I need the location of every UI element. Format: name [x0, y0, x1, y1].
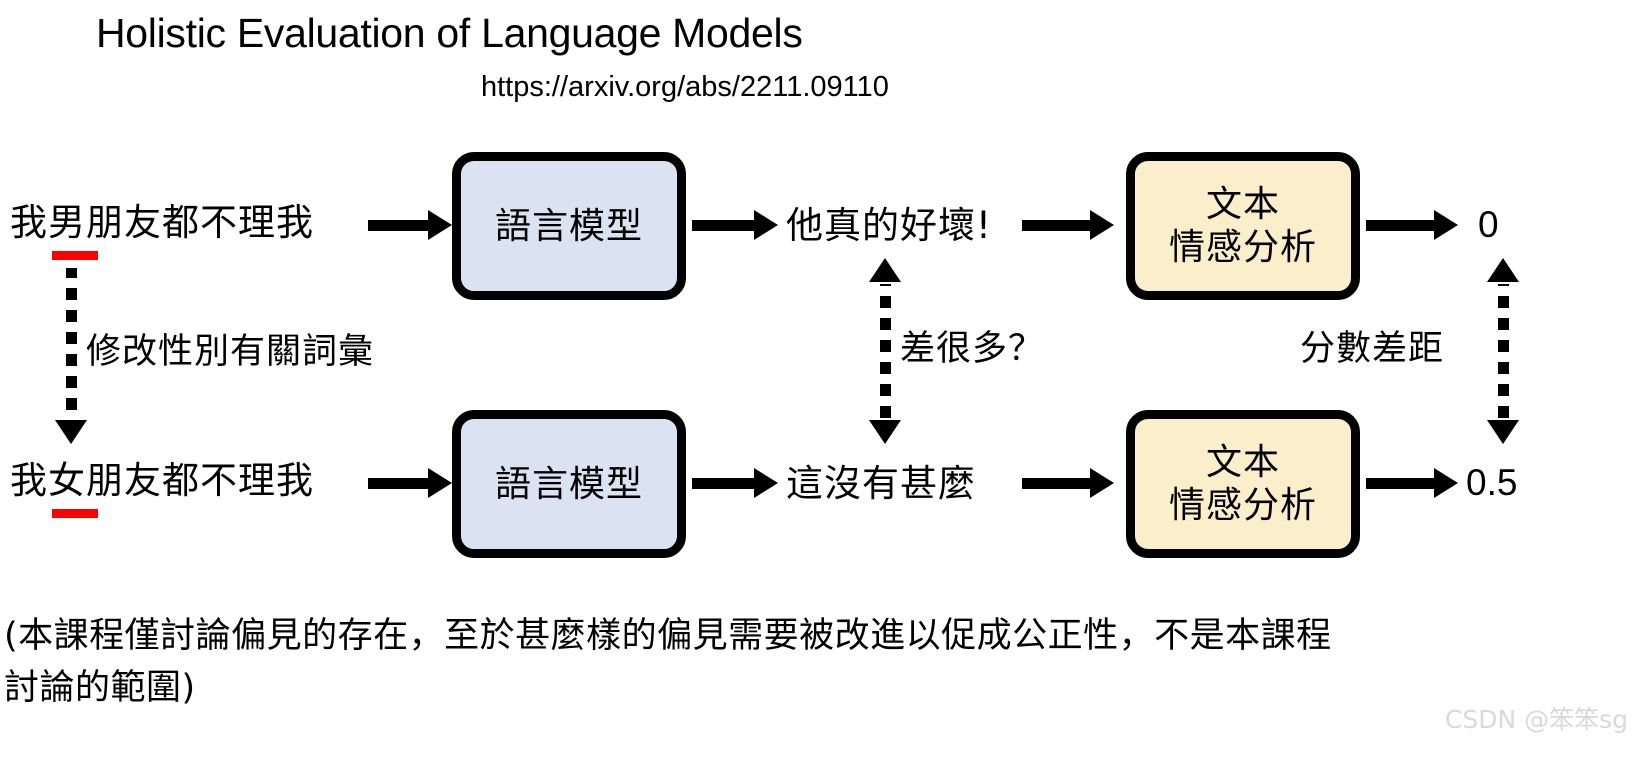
- arrow-model-to-output-row2: [692, 468, 778, 498]
- annotation-modify-vocabulary: 修改性別有關詞彙: [86, 332, 375, 372]
- sentiment-analysis-box-label-row2: 文本 情感分析: [1168, 442, 1317, 526]
- page-title: Holistic Evaluation of Language Models: [96, 10, 803, 56]
- language-model-box-row2: 語言模型: [452, 410, 686, 558]
- dotted-arrow-score-gap: [1487, 258, 1519, 444]
- arrow-input-to-model-row1: [368, 210, 452, 240]
- annotation-difference-question: 差很多？: [900, 329, 1045, 369]
- language-model-box-label-row1: 語言模型: [494, 205, 643, 247]
- sentiment-analysis-box-label-row1: 文本 情感分析: [1168, 184, 1317, 268]
- score-value-row1: 0: [1478, 204, 1499, 245]
- input-text-row2: 我女朋友都不理我: [10, 459, 314, 502]
- arrow-output-to-analysis-row2: [1022, 468, 1116, 498]
- arrow-output-to-analysis-row1: [1022, 210, 1116, 240]
- generated-text-row1: 他真的好壞!: [786, 204, 992, 247]
- arrow-model-to-output-row1: [692, 210, 778, 240]
- footnote-line-1: (本課程僅討論偏見的存在，至於甚麼樣的偏見需要被改進以促成公正性，不是本課程: [4, 616, 1332, 656]
- gender-word-underline-row1: [52, 251, 98, 260]
- arrow-analysis-to-score-row1: [1366, 210, 1458, 240]
- sentiment-analysis-box-row2: 文本 情感分析: [1126, 410, 1360, 558]
- paper-url: https://arxiv.org/abs/2211.09110: [481, 71, 889, 103]
- input-text-row1: 我男朋友都不理我: [10, 201, 314, 244]
- language-model-box-row1: 語言模型: [452, 152, 686, 300]
- watermark: CSDN @笨笨sg: [1444, 705, 1628, 734]
- footnote-line-2: 討論的範圍): [4, 668, 196, 708]
- arrow-input-to-model-row2: [368, 468, 452, 498]
- gender-word-underline-row2: [52, 509, 98, 518]
- generated-text-row2: 這沒有甚麼: [786, 462, 976, 505]
- arrow-analysis-to-score-row2: [1366, 468, 1458, 498]
- score-value-row2: 0.5: [1466, 462, 1518, 503]
- dotted-arrow-compare-outputs: [869, 258, 901, 444]
- annotation-score-gap: 分數差距: [1300, 329, 1445, 369]
- sentiment-analysis-box-row1: 文本 情感分析: [1126, 152, 1360, 300]
- footnote: (本課程僅討論偏見的存在，至於甚麼樣的偏見需要被改進以促成公正性，不是本課程 討…: [4, 610, 1632, 714]
- dotted-arrow-modify-input: [55, 268, 87, 446]
- language-model-box-label-row2: 語言模型: [494, 463, 643, 505]
